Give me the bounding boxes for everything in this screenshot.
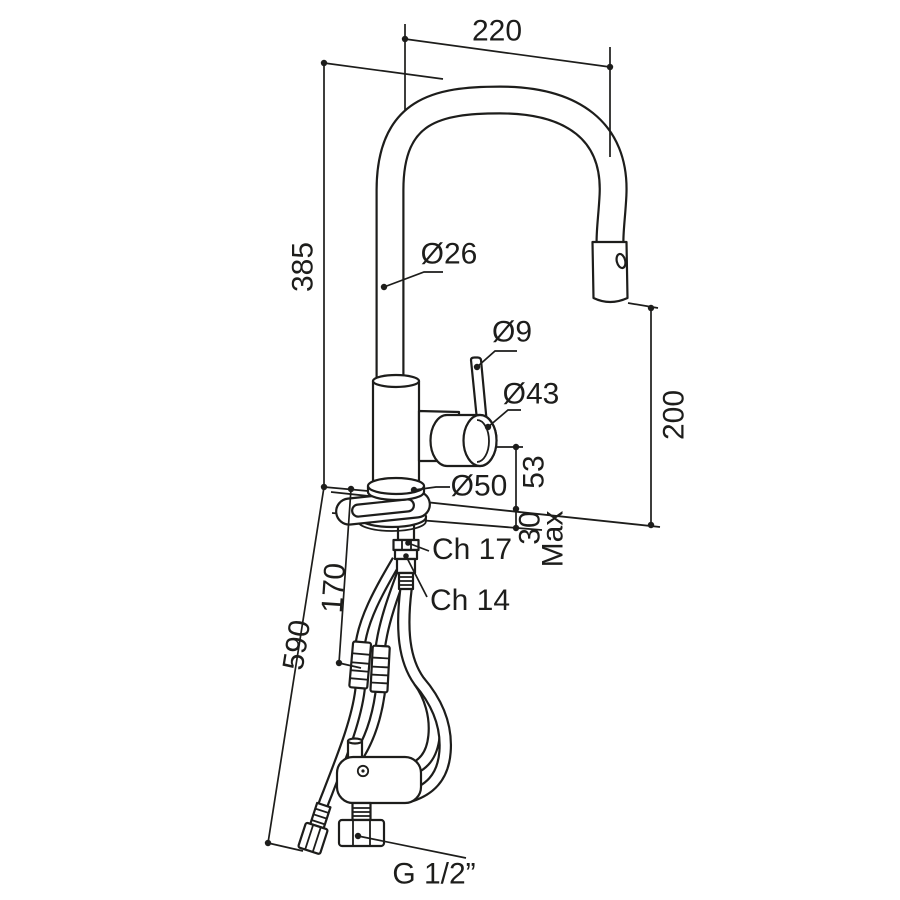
inlet-nut [337, 818, 386, 848]
handle-face [462, 413, 498, 468]
lever-rod [469, 356, 488, 422]
dim-label-inlet-thread: G 1/2” [392, 858, 475, 891]
dim-385-lines [323, 62, 444, 492]
dim-label-ch14: Ch 14 [430, 584, 510, 617]
leader-diameter-9 [476, 350, 517, 368]
hose-crimp-collar-left [348, 640, 373, 690]
dim-label-handle-diameter: Ø43 [503, 378, 560, 411]
leader-ch14 [405, 555, 428, 598]
dim-200-lines [627, 302, 659, 525]
leader-ch17 [407, 542, 430, 552]
dim-590-lines [267, 486, 325, 852]
dim-label-spout-diameter: Ø26 [421, 238, 478, 271]
dimension-graphics [264, 24, 659, 859]
leader-diameter-50 [413, 486, 450, 491]
mixer-body [371, 379, 421, 483]
dim-label-connector-drop: 170 [316, 562, 352, 614]
leader-g12 [357, 835, 467, 859]
spray-head [591, 240, 629, 304]
leader-diameter-43 [487, 409, 521, 428]
dim-label-lever-diameter: Ø9 [492, 316, 532, 349]
hose-end-fitting [297, 801, 332, 855]
leader-diameter-26 [383, 271, 443, 288]
counterweight-body [335, 755, 423, 805]
dimension-labels: 220 385 Ø26 Ø9 Ø43 Ø50 53 200 30 Max Ch … [277, 15, 691, 891]
dim-label-spout-reach: 220 [472, 15, 522, 48]
spray-mode-button [615, 252, 627, 270]
brand-logo-mark [356, 764, 370, 778]
faucet [366, 85, 629, 502]
hose-crimp-collar-right [369, 644, 391, 694]
dim-label-ch17: Ch 17 [432, 533, 512, 566]
dim-label-bench-thickness: 30 [514, 511, 547, 544]
ch14-fitting [395, 557, 417, 575]
counterweight [335, 737, 423, 848]
dim-label-hose-drop: 590 [277, 618, 317, 673]
dim-label-base-diameter: Ø50 [451, 470, 508, 503]
dim-label-spout-height: 385 [287, 242, 320, 292]
dim-label-outlet-height: 53 [518, 455, 551, 488]
dim-label-bench-thickness-max: Max [537, 511, 570, 568]
dim-label-clearance: 200 [658, 390, 691, 440]
dim-170-lines [338, 488, 362, 669]
